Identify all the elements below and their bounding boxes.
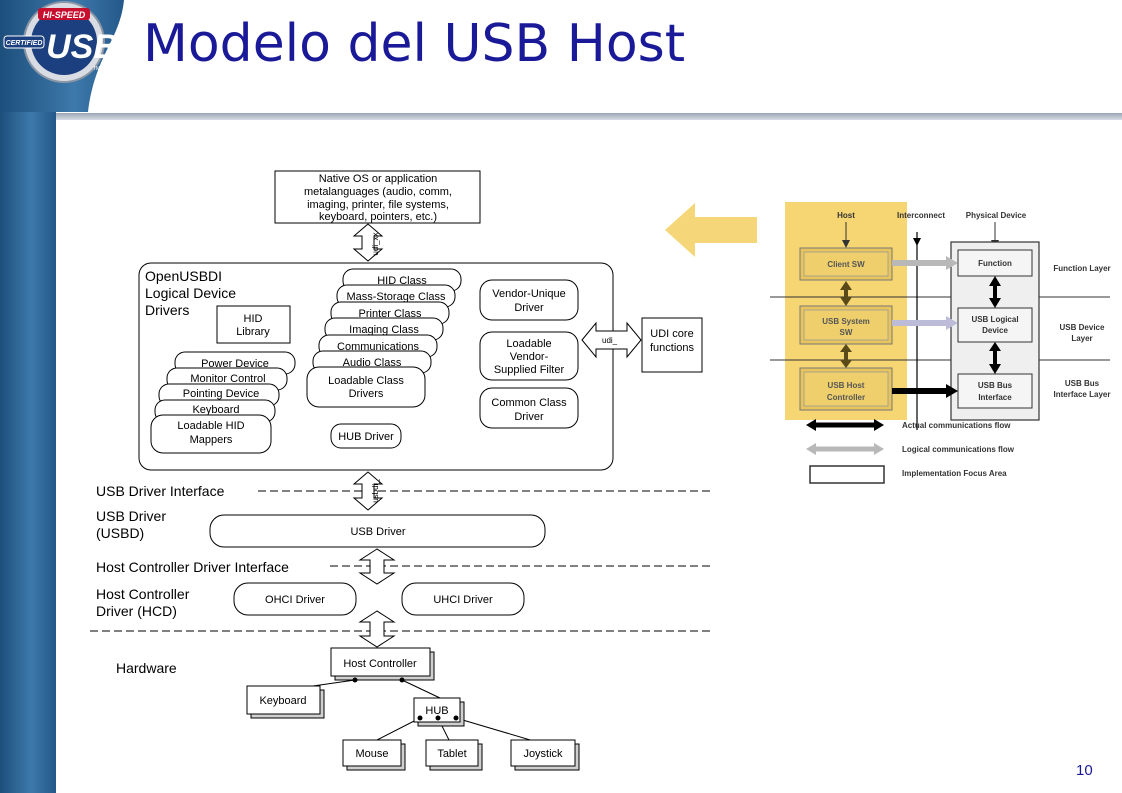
svg-text:Drivers: Drivers bbox=[349, 388, 384, 400]
svg-text:Communications: Communications bbox=[337, 341, 419, 353]
function-layer-label: Function Layer bbox=[1053, 264, 1110, 273]
svg-text:Driver: Driver bbox=[514, 302, 544, 314]
logo-hispeed: HI-SPEED bbox=[43, 10, 86, 20]
native-os-text: Native OS or application metalanguages (… bbox=[304, 173, 452, 223]
usb-bus-interface-label: USB Bus bbox=[978, 381, 1013, 390]
svg-text:Supplied Filter: Supplied Filter bbox=[494, 364, 565, 376]
hardware-tree: Host Controller Keyboard HUB Mouse Table… bbox=[246, 647, 580, 771]
logo-usb: USB bbox=[46, 28, 118, 66]
client-sw-label: Client SW bbox=[827, 260, 865, 269]
svg-text:Printer Class: Printer Class bbox=[359, 308, 422, 320]
legend: Actual communications flow Logical commu… bbox=[806, 419, 1015, 484]
svg-text:Imaging Class: Imaging Class bbox=[349, 324, 419, 336]
left-sidebar-bar bbox=[0, 112, 56, 793]
highlight-arrow bbox=[665, 203, 757, 257]
svg-text:Driver (HCD): Driver (HCD) bbox=[96, 603, 177, 619]
host-header: Host bbox=[837, 211, 855, 220]
svg-text:Drivers: Drivers bbox=[145, 302, 189, 318]
svg-text:Monitor Control: Monitor Control bbox=[190, 373, 265, 385]
svg-text:HUB: HUB bbox=[425, 705, 448, 717]
usb-device-layer-label: USB Device bbox=[1060, 323, 1105, 332]
svg-text:Layer: Layer bbox=[1071, 334, 1092, 343]
svg-text:Logical Device: Logical Device bbox=[145, 285, 236, 301]
svg-text:Library: Library bbox=[236, 326, 270, 338]
usb-driver-section-label: USB Driver bbox=[96, 508, 166, 524]
logo-tm: TM bbox=[93, 66, 100, 72]
usb-host-controller-label: USB Host bbox=[828, 381, 865, 390]
class-driver-stack: HID Class Mass-Storage Class Printer Cla… bbox=[306, 268, 462, 408]
usb-bus-interface-layer-label: USB Bus bbox=[1065, 379, 1100, 388]
svg-text:HID Class: HID Class bbox=[377, 275, 427, 287]
physical-device-header: Physical Device bbox=[966, 211, 1027, 220]
common-class-label: Common Class bbox=[491, 397, 567, 409]
svg-text:Interface: Interface bbox=[978, 393, 1012, 402]
svg-text:Pointing Device: Pointing Device bbox=[183, 388, 259, 400]
hardware-label: Hardware bbox=[116, 660, 177, 676]
svg-text:Driver: Driver bbox=[514, 411, 544, 423]
usb-host-stack-diagram: Native OS or application metalanguages (… bbox=[90, 170, 710, 771]
page-number: 10 bbox=[1076, 762, 1093, 779]
svg-text:Loadable Class: Loadable Class bbox=[328, 375, 404, 387]
svg-text:Keyboard: Keyboard bbox=[259, 695, 306, 707]
svg-text:(USBD): (USBD) bbox=[96, 525, 144, 541]
usb-system-sw-label: USB System bbox=[822, 317, 870, 326]
interconnect-header: Interconnect bbox=[897, 211, 945, 220]
svg-text:Vendor-: Vendor- bbox=[510, 351, 549, 363]
svg-text:Host Controller: Host Controller bbox=[343, 658, 417, 670]
usb-layer-model-diagram: Host Interconnect Physical Device Client… bbox=[770, 202, 1111, 484]
usb-logo: HI-SPEED CERTIFIED USB TM bbox=[0, 0, 124, 112]
svg-text:Device: Device bbox=[982, 326, 1008, 335]
usbdi-label: usbdi_ bbox=[371, 479, 380, 503]
svg-text:metalanguages (audio, comm,: metalanguages (audio, comm, bbox=[304, 186, 452, 198]
svg-text:Audio Class: Audio Class bbox=[343, 357, 402, 369]
page-title: Modelo del USB Host bbox=[143, 14, 686, 74]
uhci-driver-label: UHCI Driver bbox=[433, 594, 493, 606]
hcd-section-label: Host Controller bbox=[96, 586, 190, 602]
udi-core-label: UDI core bbox=[650, 328, 693, 340]
vendor-unique-label: Vendor-Unique bbox=[492, 288, 565, 300]
usb-driver-box-label: USB Driver bbox=[350, 526, 405, 538]
svg-text:Power Device: Power Device bbox=[201, 358, 269, 370]
svg-text:Controller: Controller bbox=[827, 393, 865, 402]
svg-text:Tablet: Tablet bbox=[437, 748, 466, 760]
svg-text:Joystick: Joystick bbox=[523, 748, 563, 760]
logo-certified: CERTIFIED bbox=[6, 40, 43, 47]
svg-text:Mouse: Mouse bbox=[355, 748, 388, 760]
title-divider bbox=[56, 113, 1122, 120]
hcd-interface-label: Host Controller Driver Interface bbox=[96, 559, 289, 575]
hid-device-stack: Power Device Monitor Control Pointing De… bbox=[150, 351, 296, 454]
hid-library-label: HID bbox=[244, 313, 263, 325]
loadable-vendor-label: Loadable bbox=[506, 338, 551, 350]
svg-text:SW: SW bbox=[840, 328, 853, 337]
hub-driver-label: HUB Driver bbox=[338, 431, 394, 443]
openusbdi-label: OpenUSBDI bbox=[145, 268, 222, 284]
legend-logical: Logical communications flow bbox=[902, 445, 1015, 454]
udi-xx-label: udi_xx bbox=[371, 232, 380, 255]
usb-logical-device-label: USB Logical bbox=[971, 315, 1018, 324]
svg-text:keyboard, pointers, etc.): keyboard, pointers, etc.) bbox=[319, 211, 437, 223]
svg-text:Mappers: Mappers bbox=[190, 434, 233, 446]
svg-text:Keyboard: Keyboard bbox=[192, 404, 239, 416]
svg-text:Mass-Storage Class: Mass-Storage Class bbox=[346, 291, 446, 303]
legend-focus: Implementation Focus Area bbox=[902, 469, 1007, 478]
svg-text:functions: functions bbox=[650, 342, 695, 354]
legend-actual: Actual communications flow bbox=[902, 421, 1011, 430]
svg-text:Loadable HID: Loadable HID bbox=[177, 420, 244, 432]
usb-driver-interface-label: USB Driver Interface bbox=[96, 483, 225, 499]
svg-text:imaging, printer, file systems: imaging, printer, file systems, bbox=[307, 199, 449, 211]
ohci-driver-label: OHCI Driver bbox=[265, 594, 325, 606]
udi-label: udi_ bbox=[602, 336, 618, 345]
svg-text:Interface Layer: Interface Layer bbox=[1054, 390, 1111, 399]
svg-text:Native OS or application: Native OS or application bbox=[319, 173, 438, 185]
function-label: Function bbox=[978, 259, 1012, 268]
